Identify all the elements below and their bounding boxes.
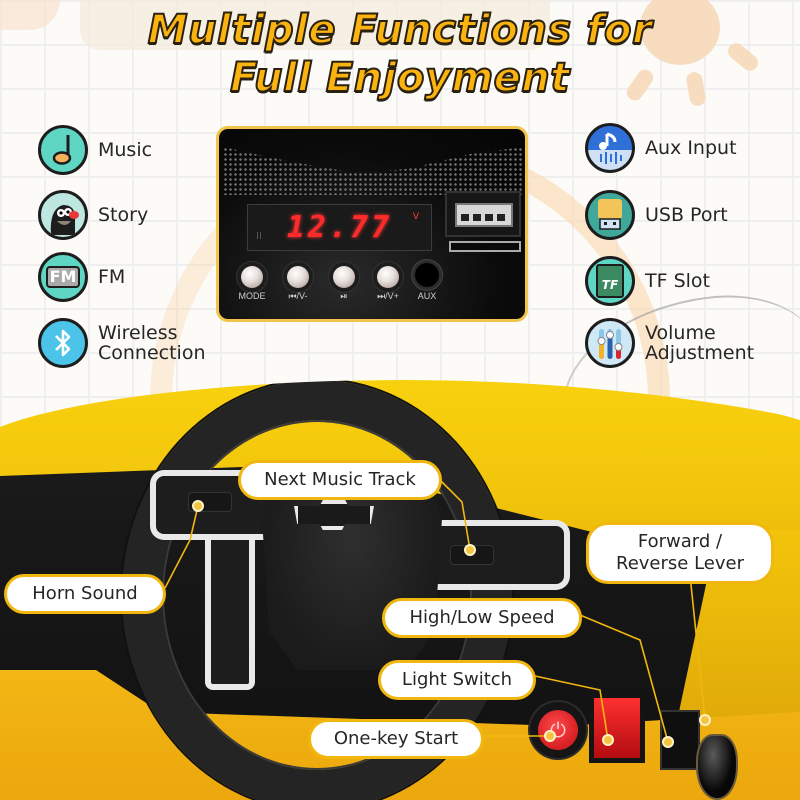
horn-marker bbox=[192, 500, 204, 512]
feature-label: TF Slot bbox=[645, 270, 710, 292]
feature-label: Music bbox=[98, 139, 153, 161]
tf-card-icon: TF bbox=[585, 256, 635, 306]
music-note-icon bbox=[38, 125, 88, 175]
one-key-start-button[interactable]: ⏻ bbox=[538, 710, 578, 750]
speed-marker bbox=[662, 736, 674, 748]
tf-card-slot[interactable] bbox=[449, 241, 521, 252]
voltage-unit: V bbox=[412, 212, 419, 222]
speaker-grille bbox=[223, 147, 523, 195]
mole-cartoon-icon bbox=[38, 190, 88, 240]
title-line-1: Multiple Functions for bbox=[147, 6, 653, 54]
fm-badge: FM bbox=[45, 266, 81, 288]
feature-volume: Volume Adjustment bbox=[585, 318, 754, 368]
sun-doodle bbox=[640, 0, 720, 65]
callout-next-music-track: Next Music Track bbox=[238, 460, 442, 500]
play-pause-button[interactable] bbox=[333, 266, 355, 288]
usb-port[interactable] bbox=[445, 191, 521, 237]
light-marker bbox=[602, 734, 614, 746]
play-pause-label: ⏯ bbox=[340, 291, 348, 301]
lever-marker bbox=[699, 714, 711, 726]
lcd-display: II 12.77 V bbox=[247, 204, 432, 251]
light-switch[interactable] bbox=[594, 698, 640, 758]
feature-label: Volume Adjustment bbox=[645, 322, 755, 364]
feature-label: USB Port bbox=[645, 204, 728, 226]
callout-light-switch: Light Switch bbox=[378, 660, 536, 700]
usb-drive-icon bbox=[585, 190, 635, 240]
fm-radio-icon: FM bbox=[38, 252, 88, 302]
feature-usb-port: USB Port bbox=[585, 190, 728, 240]
mode-label: MODE bbox=[238, 291, 266, 301]
feature-label: Story bbox=[98, 204, 149, 226]
aux-music-icon bbox=[585, 123, 635, 173]
prev-label: ⏮/V- bbox=[288, 291, 308, 301]
aux-jack[interactable] bbox=[415, 263, 439, 287]
mode-button[interactable] bbox=[241, 266, 263, 288]
bluetooth-icon bbox=[38, 318, 88, 368]
start-marker bbox=[544, 730, 556, 742]
callout-one-key-start: One-key Start bbox=[308, 719, 484, 759]
next-track-marker bbox=[464, 544, 476, 556]
feature-label: FM bbox=[98, 266, 126, 288]
feature-music: Music bbox=[38, 125, 152, 175]
usb-connector bbox=[455, 203, 513, 227]
prev-volume-down-button[interactable] bbox=[287, 266, 309, 288]
feature-aux-input: Aux Input bbox=[585, 123, 737, 173]
feature-story: Story bbox=[38, 190, 148, 240]
voltage-readout: 12.77 bbox=[286, 210, 393, 245]
callout-speed: High/Low Speed bbox=[382, 598, 582, 638]
volume-sliders-icon bbox=[585, 318, 635, 368]
feature-label: Aux Input bbox=[645, 137, 737, 159]
callout-horn-sound: Horn Sound bbox=[4, 574, 166, 614]
forward-reverse-lever[interactable] bbox=[696, 734, 738, 800]
next-volume-up-button[interactable] bbox=[377, 266, 399, 288]
feature-label: Wireless Connection bbox=[98, 322, 206, 364]
feature-fm: FM FM bbox=[38, 252, 125, 302]
title-backdrop bbox=[80, 0, 550, 50]
lower-left-spoke bbox=[205, 540, 255, 690]
feature-tf-slot: TF TF Slot bbox=[585, 256, 710, 306]
feature-wireless: Wireless Connection bbox=[38, 318, 206, 368]
tf-badge: TF bbox=[601, 278, 619, 292]
page-title: Multiple Functions for Full Enjoyment bbox=[0, 6, 800, 102]
pause-indicator: II bbox=[256, 231, 262, 242]
callout-forward-reverse: Forward / Reverse Lever bbox=[586, 522, 774, 584]
aux-label: AUX bbox=[417, 291, 437, 301]
next-label: ⏭/V+ bbox=[377, 291, 399, 301]
music-control-panel: II 12.77 V MODE ⏮/V- ⏯ ⏭/V+ AUX bbox=[216, 126, 528, 322]
title-line-2: Full Enjoyment bbox=[229, 54, 570, 102]
